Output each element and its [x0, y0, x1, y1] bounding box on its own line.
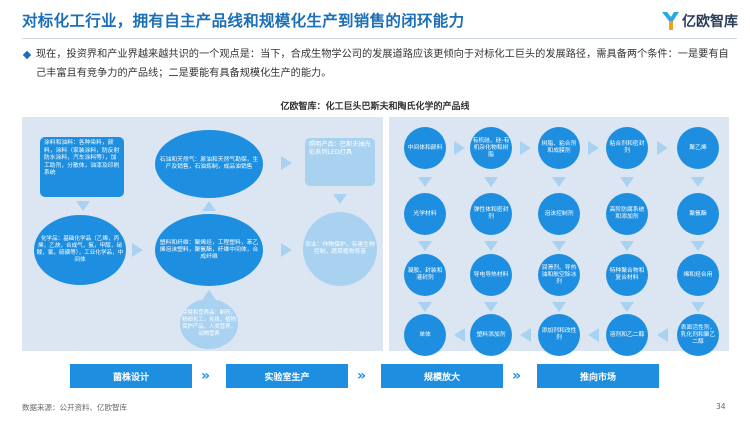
node-silicones: 有机硅、硅-有机杂化物和树脂 [470, 127, 512, 169]
arrow-left-icon [657, 328, 668, 342]
arrow-right-icon [520, 141, 531, 155]
arrow-down-icon [333, 194, 347, 204]
arrow-down-icon [552, 241, 566, 251]
arrow-right-icon [132, 243, 143, 257]
arrow-down-icon [484, 177, 498, 187]
chevron-right-icon: » [512, 368, 522, 384]
node-additives-modifiers: 添加剂和改性剂 [538, 314, 580, 356]
arrow-down-icon [691, 241, 705, 251]
node-optical: 光学材料 [404, 193, 446, 235]
arrow-down-icon [620, 241, 634, 251]
node-specialty-polymers: 特种聚合物和复合材料 [606, 254, 648, 296]
arrow-right-icon [454, 141, 465, 155]
stage-go-to-market: 推向市场 [537, 364, 659, 388]
arrow-down-icon [552, 177, 566, 187]
stage-scale-up: 规模放大 [381, 364, 503, 388]
arrow-down-icon [484, 241, 498, 251]
logo-mark-icon [662, 12, 679, 30]
node-olefins: 烯和烃合用 [677, 254, 719, 296]
logo: 亿欧智库 [660, 10, 740, 34]
header-divider [22, 38, 737, 39]
arrow-down-icon [418, 302, 432, 312]
node-foam-control: 泡沫控制剂 [538, 193, 580, 235]
node-gels: 凝胶、封装和灌封剂 [404, 254, 446, 296]
arrow-down-icon [691, 177, 705, 187]
stage-strain-design: 菌株设计 [70, 364, 192, 388]
node-polyurethane: 聚氨酯 [677, 193, 719, 235]
node-lighting: 照明产品：巴斯夫抽光彩系列LED灯具 [305, 138, 375, 186]
logo-text: 亿欧智库 [682, 14, 738, 30]
node-surfactants: 表面活性剂，乳化剂和聚乙二醇 [677, 314, 719, 356]
arrow-down-icon [552, 302, 566, 312]
arrow-down-icon [484, 302, 498, 312]
node-lubricants: 润滑剂、导热油和航空除冰剂 [538, 254, 580, 296]
node-solvents: 溶剂和乙二醇 [606, 314, 648, 356]
data-source: 数据来源：公开资料、亿欧智库 [22, 403, 127, 412]
arrow-down-icon [691, 302, 705, 312]
arrow-up-icon [202, 290, 216, 300]
node-health: 保健和营养品：制药，精细化工，化妆，植物保护产品，人类营养，动物营养 [180, 299, 238, 349]
node-intermediates: 中间体和颜料 [404, 127, 446, 169]
stage-lab-production: 实验室生产 [226, 364, 348, 388]
chevron-right-icon: » [201, 368, 211, 384]
node-polyethylene: 聚乙烯 [677, 127, 719, 169]
arrow-down-icon [418, 241, 432, 251]
arrow-right-icon [657, 141, 668, 155]
intro-paragraph: 现在，投资界和产业界越来越共识的一个观点是：当下，合成生物学公司的发展道路应该更… [36, 49, 729, 79]
node-conductive: 导电导热材料 [470, 254, 512, 296]
chart-title: 亿欧智库：化工巨头巴斯夫和陶氏化学的产品线 [280, 102, 470, 112]
node-plastic-additives: 塑料添加剂 [470, 314, 512, 356]
arrow-right-icon [281, 156, 292, 170]
arrow-down-icon [620, 302, 634, 312]
arrow-right-icon [588, 141, 599, 155]
node-coatings: 涂料和油料：各种染料，颜料，涂料（家装涂料，防反射防水涂料，汽车涂料等），加工助… [40, 137, 124, 197]
node-monomers: 单体 [404, 314, 446, 356]
arrow-left-icon [454, 328, 465, 342]
arrow-up-icon [202, 201, 216, 211]
arrow-down-icon [620, 177, 634, 187]
page-number: 34 [716, 402, 726, 411]
arrow-right-icon [281, 243, 292, 257]
node-anticorrosion: 高阶防腐系统和添加剂 [606, 193, 648, 235]
arrow-left-icon [588, 328, 599, 342]
node-adhesives: 粘合剂和密封剂 [606, 127, 648, 169]
arrow-down-icon [76, 201, 90, 211]
node-agriculture: 农业：作物保护，有害生物控制，蔬菜植物育苗 [303, 212, 377, 286]
page-title: 对标化工行业，拥有自主产品线和规模化生产到销售的闭环能力 [22, 12, 465, 30]
arrow-down-icon [418, 177, 432, 187]
node-chemicals: 化学品：基础化学品（乙烯，丙烯，乙炔，合成气，氨，甲醇，硝酸，氯，硫磺等），工业… [34, 215, 126, 285]
node-oil-gas: 石油和天然气：原油和天然气勘探，生产及销售，石油炼制，成品油销售 [155, 130, 263, 198]
chevron-right-icon: » [357, 368, 367, 384]
bullet-icon [22, 50, 32, 60]
node-plastics: 塑料和纤维：聚烯烃，工程塑料，苯乙烯泡沫塑料，聚氨酯，纤维中间体，合成纤维 [155, 214, 263, 286]
node-elastomers: 弹性体和密封剂 [470, 193, 512, 235]
arrow-left-icon [520, 328, 531, 342]
node-resins: 树脂、粘合剂和成膜剂 [538, 127, 580, 169]
